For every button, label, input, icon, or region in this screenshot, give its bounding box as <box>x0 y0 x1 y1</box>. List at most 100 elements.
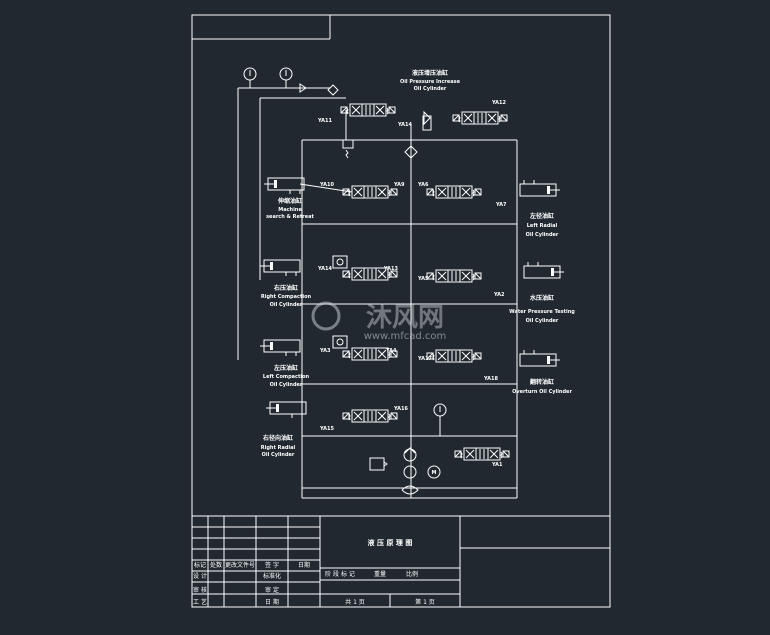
solenoid <box>342 188 350 196</box>
water-pressure-en1: Water Pressure Testing <box>509 309 575 315</box>
valve-cell <box>475 447 489 461</box>
flow-arrow <box>377 269 387 279</box>
valve-cell <box>375 185 389 199</box>
solenoid <box>454 450 462 458</box>
solenoid <box>426 188 434 196</box>
valve-cell <box>459 349 473 363</box>
motor <box>427 465 441 479</box>
valve-tag-ya9: YA9 <box>393 182 405 188</box>
machine-cylinder-en1: Machine <box>278 207 302 213</box>
tb-role-1: 审 核 <box>193 586 207 594</box>
valve-tag-ya3: YA3 <box>319 348 331 354</box>
flow-arrow <box>353 411 363 421</box>
machine-cylinder-cn: 伸缩油缸 <box>277 197 302 205</box>
valve-ya5-ya2 <box>426 269 482 283</box>
spring <box>472 273 475 281</box>
pump <box>403 448 417 462</box>
right-radial-en1: Right Radial <box>261 445 296 451</box>
valve-cell <box>363 347 377 361</box>
piston <box>270 342 273 350</box>
flow-arrow <box>377 411 387 421</box>
valve-tag-ya14b: YA14 <box>317 266 332 272</box>
valve-tag-ya11: YA11 <box>317 118 332 124</box>
flow-arrow <box>437 351 447 361</box>
valve-tag-ya13: YA13 <box>383 266 398 272</box>
solenoid <box>426 272 434 280</box>
solenoid <box>342 270 350 278</box>
piston <box>547 186 550 194</box>
valve-cell <box>375 347 389 361</box>
piston <box>547 356 550 364</box>
valve-tag-ya4: YA4 <box>385 348 397 354</box>
relief-valve <box>342 139 354 149</box>
valve-tag-ya2: YA2 <box>493 292 505 298</box>
cylinder-left-radial <box>519 180 560 197</box>
valve-tag-ya12: YA12 <box>491 100 506 106</box>
system-pressure-gauge <box>433 403 447 417</box>
valve-tag-ya17: YA17 <box>417 356 432 362</box>
solenoid <box>426 352 434 360</box>
solenoid <box>390 350 398 358</box>
pipe <box>299 183 353 193</box>
watermark-main: 沐风网 <box>366 303 444 333</box>
solenoid <box>452 114 460 122</box>
spring <box>472 189 475 197</box>
flow-arrow <box>437 187 447 197</box>
tb-role-right-1: 审 定 <box>265 586 279 594</box>
cylinder-left-compaction <box>260 339 301 356</box>
tb-stage-mark: 阶 段 标 记 <box>325 570 355 578</box>
spring <box>500 451 503 459</box>
right-compaction-en2: Oil Cylinder <box>270 302 303 308</box>
relief-spring <box>345 149 349 159</box>
valve-cell <box>473 111 487 125</box>
flow-arrow <box>375 105 385 115</box>
pressure-gauge-2 <box>279 67 293 81</box>
right-radial-cn: 右径向油缸 <box>262 434 293 442</box>
pump-arrow <box>404 447 416 454</box>
valve-ya1 <box>454 447 510 461</box>
hydraulic-circuit: M <box>237 67 564 499</box>
spring <box>458 115 461 123</box>
valve-tag-ya15: YA15 <box>319 426 334 432</box>
valve-ya11-ya14 <box>340 103 396 117</box>
valve-tag-ya6: YA6 <box>417 182 429 188</box>
flow-arrow <box>351 105 361 115</box>
spring <box>348 413 351 421</box>
piston <box>551 268 554 276</box>
valve-cell <box>363 409 377 423</box>
spring <box>388 189 391 197</box>
spring <box>498 115 501 123</box>
solenoid <box>390 412 398 420</box>
valve-ya3-ya4 <box>342 347 398 361</box>
spring <box>432 273 435 281</box>
left-radial-en1: Left Radial <box>527 223 558 229</box>
valve-cell <box>373 103 387 117</box>
piston <box>276 404 279 412</box>
solenoid <box>426 188 434 196</box>
left-radial-cn: 左径油缸 <box>529 212 554 220</box>
valve-cell <box>459 185 473 199</box>
tb-role-2: 工 艺 <box>193 598 207 606</box>
tb-weight: 重量 <box>374 570 386 578</box>
solenoid <box>388 106 396 114</box>
solenoid <box>390 412 398 420</box>
valve-ya14-ya13 <box>342 267 398 281</box>
flow-arrow <box>461 271 471 281</box>
valve-tag-ya18: YA18 <box>483 376 498 382</box>
check-valve <box>299 83 307 93</box>
spring <box>348 351 351 359</box>
valve-cell <box>363 267 377 281</box>
filter <box>327 84 339 96</box>
flow-arrow <box>437 271 447 281</box>
pilot-check-box <box>332 335 348 349</box>
overturn-en: Overturn Oil Cylinder <box>512 389 572 395</box>
solenoid <box>474 188 482 196</box>
title-block: 液 压 原 理 图标记处数更改文件号签 字日期设 计审 核工 艺标准化审 定日 … <box>191 515 611 608</box>
flow-arrow <box>353 349 363 359</box>
piston <box>274 180 277 188</box>
left-compaction-cn: 左压油缸 <box>273 364 298 372</box>
right-radial-en2: Oil Cylinder <box>262 452 295 458</box>
spring <box>460 451 463 459</box>
cooler <box>401 485 419 495</box>
solenoid <box>474 188 482 196</box>
